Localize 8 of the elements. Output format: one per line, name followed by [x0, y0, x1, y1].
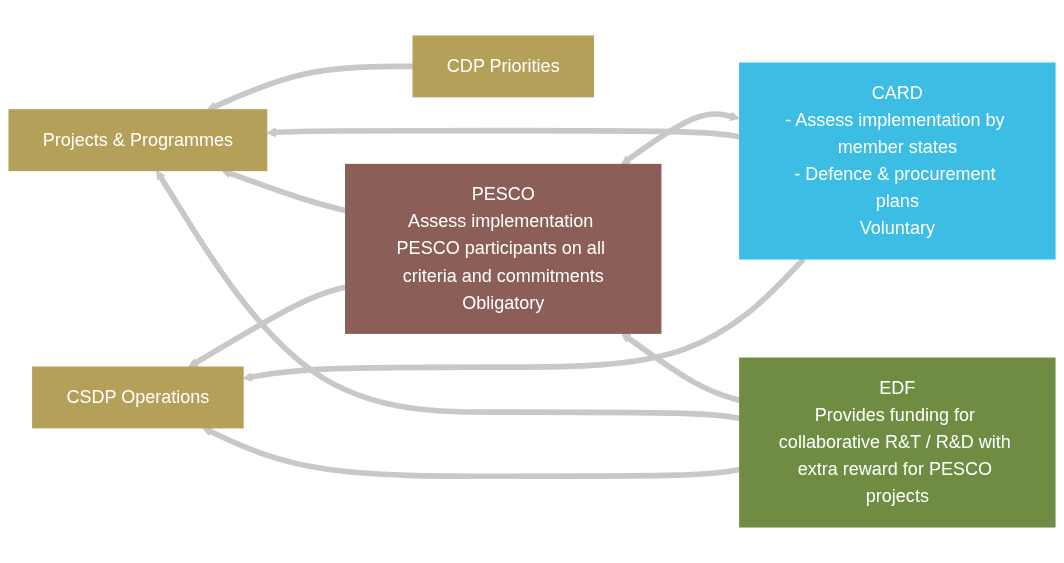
arrow: [621, 111, 740, 165]
node-box: CARD - Assess implementation by member states - Defence & procurement plans Voluntary: [739, 62, 1056, 260]
node-box: CDP Priorities: [412, 35, 594, 98]
node-box: EDF Provides funding for collaborative R&T / R&D with extra reward for PESCO projects: [739, 357, 1056, 528]
node-box: Projects & Programmes: [8, 109, 268, 172]
arrow: [206, 63, 414, 111]
node-box: CSDP Operations: [32, 366, 244, 429]
node-box: PESCO Assess implementation PESCO participants on all criteria and commitments Obligatory: [345, 163, 662, 334]
